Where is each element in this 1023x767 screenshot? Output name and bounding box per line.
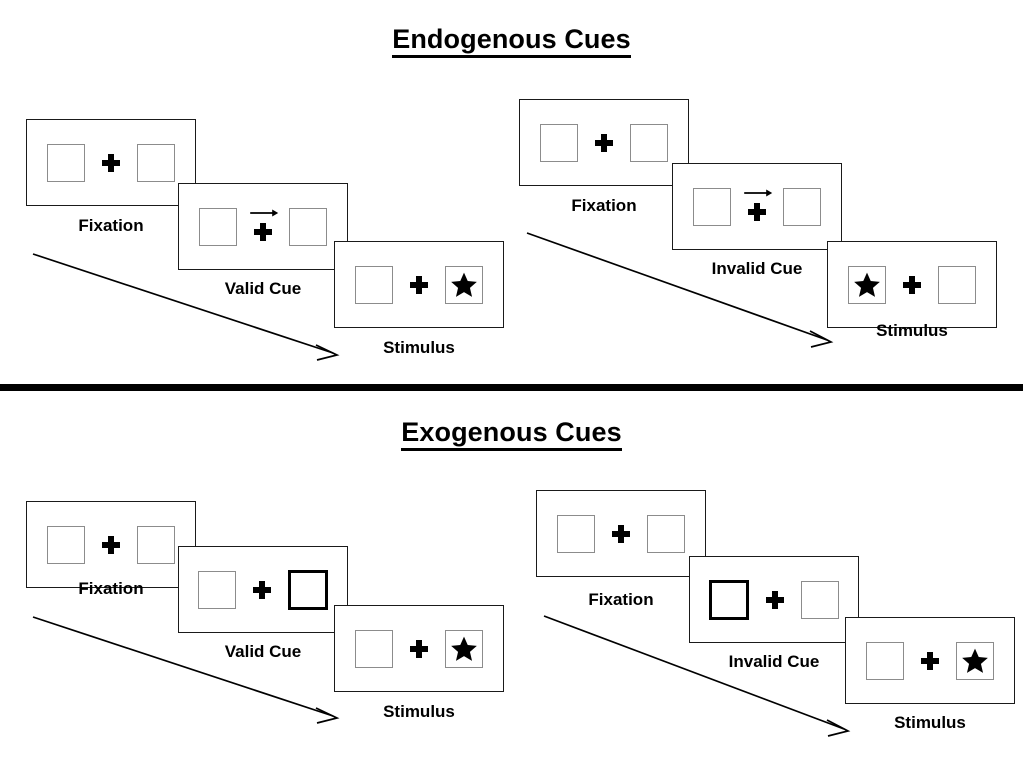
star-icon [853,271,881,299]
panel-endogenous-valid-stimulus [334,241,504,328]
right-box [630,123,668,162]
star-icon [961,647,989,675]
fixation-cross-group [578,121,630,165]
fixation-cross-group [236,568,288,612]
left-box [693,187,731,226]
plus-cross-icon [102,153,120,172]
left-box [866,641,904,680]
label-exogenous-invalid-fixation: Fixation [588,590,654,609]
fixation-cross-group [731,185,783,229]
label-exogenous-valid-stimulus: Stimulus [383,702,455,721]
star-icon [450,635,478,663]
right-box [783,187,821,226]
panel-exogenous-valid-fixation [26,501,196,588]
panel-endogenous-invalid-cue [672,163,842,250]
plus-cross-icon [903,275,921,294]
panel-exogenous-invalid-cue [689,556,859,643]
left-box [540,123,578,162]
left-box [47,525,85,564]
right-box-cued [288,569,328,610]
label-exogenous-invalid-stimulus: Stimulus [894,713,966,732]
plus-cross-icon [921,651,939,670]
right-box-target [956,641,994,680]
label-exogenous-valid-fixation: Fixation [78,579,144,598]
left-box-target [848,265,886,304]
panel-exogenous-valid-cue [178,546,348,633]
section-title-exogenous-text: Exogenous Cues [401,417,622,451]
section-title-exogenous: Exogenous Cues [0,417,1023,451]
right-box [289,207,327,246]
panel-exogenous-valid-stimulus [334,605,504,692]
right-box [137,525,175,564]
left-box [47,143,85,182]
right-box [647,514,685,553]
label-endogenous-invalid-stimulus: Stimulus [876,321,948,340]
plus-cross-icon [102,535,120,554]
left-box [355,265,393,304]
right-box-target [445,629,483,668]
section-title-endogenous: Endogenous Cues [0,24,1023,58]
plus-cross-icon [748,203,766,221]
label-exogenous-invalid-cue: Invalid Cue [728,652,820,671]
label-exogenous-valid-cue: Valid Cue [224,642,302,661]
left-box [557,514,595,553]
left-box [199,207,237,246]
fixation-cross-group [904,639,956,683]
right-box [801,580,839,619]
label-endogenous-invalid-fixation: Fixation [571,196,637,215]
left-box [355,629,393,668]
right-box [938,265,976,304]
panel-exogenous-invalid-fixation [536,490,706,577]
fixation-cross-group [85,523,137,567]
plus-cross-icon [254,223,272,241]
right-box-target [445,265,483,304]
plus-cross-icon [410,639,428,658]
fixation-cross-group [85,141,137,185]
right-arrow-cue-icon [743,185,773,196]
plus-cross-icon [766,590,784,609]
panel-endogenous-invalid-stimulus [827,241,997,328]
panel-endogenous-valid-fixation [26,119,196,206]
section-title-endogenous-text: Endogenous Cues [392,24,631,58]
fixation-cross-group [886,263,938,307]
fixation-cross-group [749,578,801,622]
right-box [137,143,175,182]
panel-endogenous-invalid-fixation [519,99,689,186]
label-endogenous-invalid-cue: Invalid Cue [711,259,803,278]
label-endogenous-valid-fixation: Fixation [78,216,144,235]
panel-endogenous-valid-cue [178,183,348,270]
label-endogenous-valid-cue: Valid Cue [224,279,302,298]
fixation-cross-group [393,627,445,671]
fixation-cross-group [595,512,647,556]
plus-cross-icon [410,275,428,294]
left-box-cued [709,579,749,620]
panel-exogenous-invalid-stimulus [845,617,1015,704]
fixation-cross-group [237,205,289,249]
plus-cross-icon [612,524,630,543]
star-icon [450,271,478,299]
plus-cross-icon [595,133,613,152]
section-divider [0,384,1023,391]
plus-cross-icon [253,580,271,599]
left-box [198,570,236,609]
fixation-cross-group [393,263,445,307]
label-endogenous-valid-stimulus: Stimulus [383,338,455,357]
right-arrow-cue-icon [249,205,279,216]
